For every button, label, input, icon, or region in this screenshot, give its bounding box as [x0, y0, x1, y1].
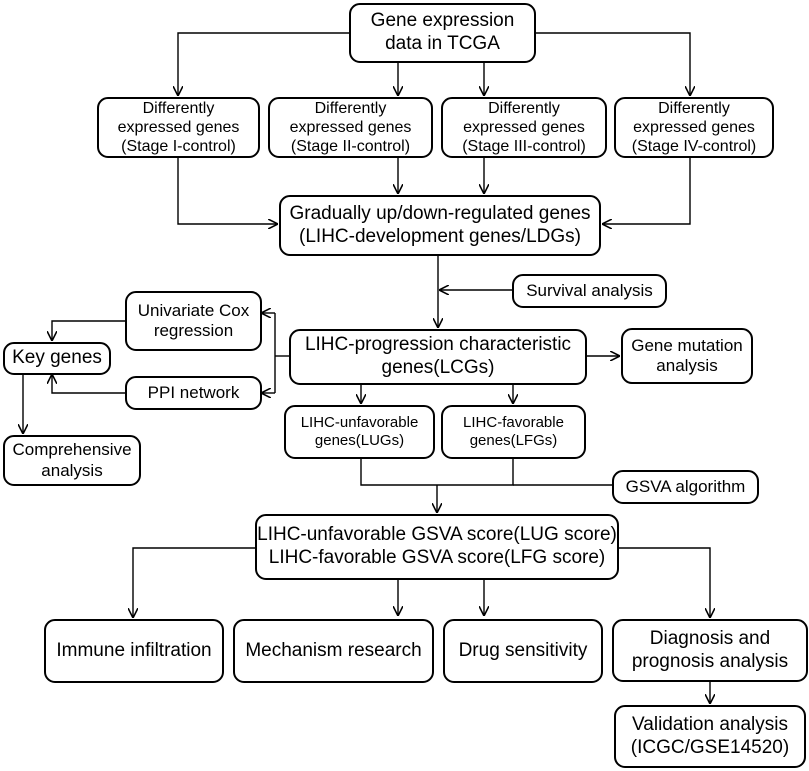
node-gsva-score-line-1: LIHC-unfavorable GSVA score(LUG score) — [257, 524, 617, 546]
node-comprehensive-line-1: Comprehensive — [12, 440, 132, 460]
edge-tcga-to-deg4 — [536, 32, 690, 95]
node-mechanism-research: Mechanism research — [233, 619, 434, 683]
edge-tcga-to-deg1 — [178, 32, 349, 95]
node-gsva-algorithm-label: GSVA algorithm — [625, 476, 746, 496]
node-deg-stage1-line-1: Differently — [142, 99, 215, 117]
edge-lugs-merge — [360, 459, 514, 486]
node-lfgs-line-1: LIHC-favorable — [463, 414, 564, 431]
node-gsva-algorithm: GSVA algorithm — [612, 470, 759, 504]
node-ldgs-line-2: (LIHC-development genes/LDGs) — [299, 225, 581, 247]
node-gene-mutation-line-2: analysis — [656, 356, 718, 375]
node-drug-sensitivity: Drug sensitivity — [443, 619, 603, 683]
node-gene-expression-line-2: data in TCGA — [385, 33, 500, 54]
node-lugs-line-1: LIHC-unfavorable — [300, 414, 419, 431]
node-lcgs-line-1: LIHC-progression characteristic — [304, 334, 572, 356]
node-ldgs: Gradually up/down-regulated genes(LIHC-d… — [279, 195, 601, 256]
node-deg-stage2-line-2: expressed genes — [289, 118, 412, 136]
node-gene-expression-line-1: Gene expression — [370, 10, 515, 32]
node-immune-label: Immune infiltration — [56, 639, 212, 661]
node-validation-analysis: Validation analysis(ICGC/GSE14520) — [614, 705, 806, 768]
node-key-genes: Key genes — [3, 342, 111, 375]
node-gene-mutation-line-1: Gene mutation — [631, 335, 743, 355]
node-immune-infiltration: Immune infiltration — [44, 619, 224, 683]
edge-deg1-to-ldgs — [177, 158, 277, 224]
node-survival-analysis: Survival analysis — [512, 274, 667, 308]
edge-score-to-diagnosis — [619, 547, 710, 617]
node-mechanism-label: Mechanism research — [245, 639, 422, 661]
node-univariate-cox-line-1: Univariate Cox — [137, 300, 250, 320]
node-lcgs-line-2: genes(LCGs) — [381, 357, 495, 378]
node-deg-stage4-line-1: Differently — [658, 99, 730, 117]
node-comprehensive-line-2: analysis — [41, 460, 103, 480]
node-ldgs-line-1: Gradually up/down-regulated genes — [289, 202, 591, 224]
node-deg-stage4-line-2: expressed genes — [633, 118, 755, 136]
node-deg-stage4-line-3: (Stage IV-control) — [631, 138, 757, 156]
node-lugs-line-2: genes(LUGs) — [314, 432, 405, 449]
edge-ppi-to-key — [52, 375, 125, 394]
edge-cox-to-key — [52, 320, 125, 340]
node-lfgs-line-2: genes(LFGs) — [469, 432, 558, 449]
node-deg-stage3-line-1: Differently — [488, 99, 560, 117]
node-deg-stage1-line-2: expressed genes — [117, 118, 240, 136]
edge-deg4-to-ldgs — [603, 158, 691, 224]
node-univariate-cox-line-2: regression — [153, 321, 234, 340]
node-ppi-network: PPI network — [125, 376, 262, 410]
node-drug-label: Drug sensitivity — [458, 639, 588, 661]
node-ppi-network-label: PPI network — [147, 382, 240, 402]
node-diagnosis-line-1: Diagnosis and — [649, 627, 771, 649]
node-deg-stage2-line-1: Differently — [314, 99, 387, 117]
node-key-genes-label: Key genes — [12, 347, 102, 369]
node-deg-stage1-line-3: (Stage I-control) — [121, 138, 236, 156]
edge-score-to-immune — [133, 547, 255, 617]
node-gsva-score: LIHC-unfavorable GSVA score(LUG score)LI… — [255, 514, 619, 580]
node-validation-line-2: (ICGC/GSE14520) — [630, 736, 790, 758]
node-diagnosis-line-2: prognosis analysis — [631, 650, 789, 672]
node-deg-stage3-line-2: expressed genes — [463, 118, 585, 136]
node-deg-stage3-line-3: (Stage III-control) — [462, 138, 586, 156]
node-validation-line-1: Validation analysis — [632, 713, 788, 735]
node-gsva-score-line-2: LIHC-favorable GSVA score(LFG score) — [268, 547, 606, 568]
node-deg-stage2-line-3: (Stage II-control) — [290, 138, 411, 156]
node-survival-analysis-label: Survival analysis — [526, 280, 653, 300]
